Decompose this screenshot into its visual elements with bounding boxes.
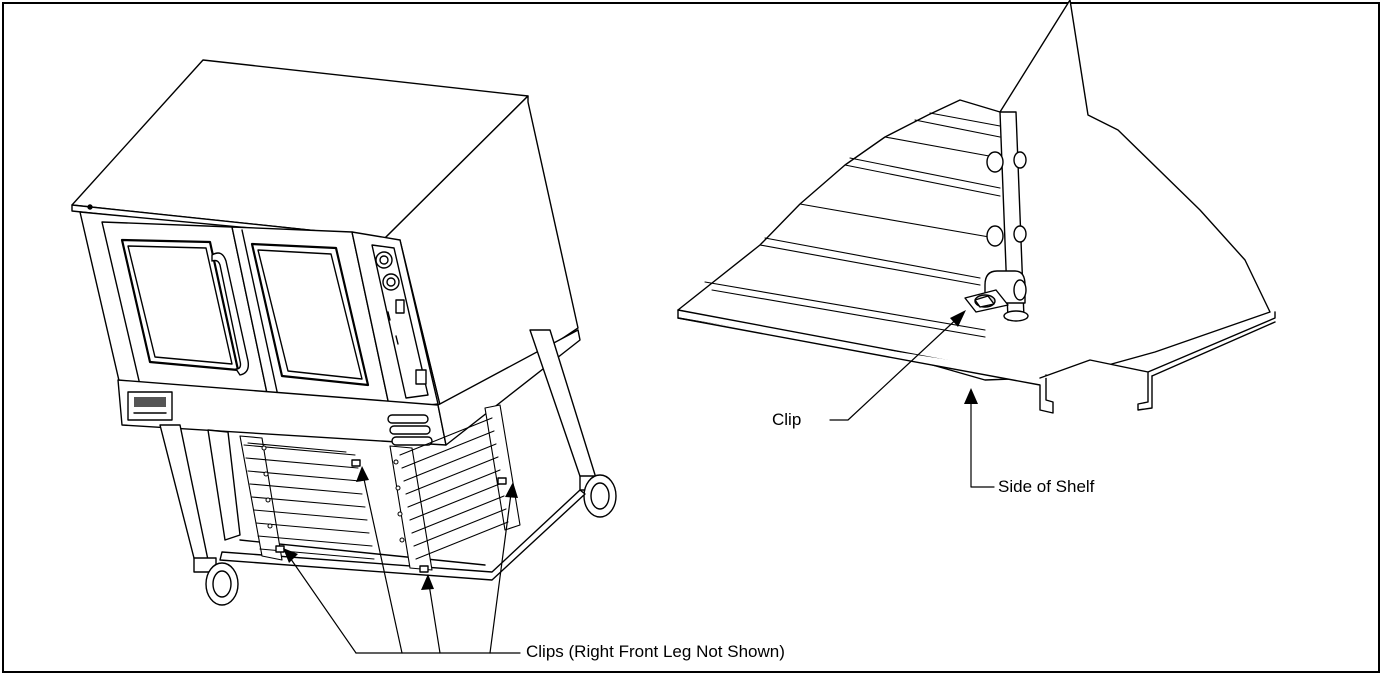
shelf-detail-illustration xyxy=(677,0,1276,414)
clip-label: Clip xyxy=(772,410,802,429)
side-of-shelf-label: Side of Shelf xyxy=(998,477,1095,496)
pan-rack xyxy=(239,404,521,571)
casters xyxy=(193,474,617,606)
stand-vents xyxy=(387,414,433,446)
clip-leader xyxy=(829,313,963,421)
side-of-shelf-leader xyxy=(970,391,995,488)
stand-legs xyxy=(159,329,597,563)
right-door xyxy=(231,226,391,411)
oven-on-stand-illustration xyxy=(71,59,617,606)
control-panel xyxy=(351,231,439,411)
side-of-shelf-arrowhead xyxy=(964,388,978,404)
clips-arrowheads xyxy=(283,466,518,590)
bottom-shelf xyxy=(219,489,586,581)
clips-leaders xyxy=(285,469,521,654)
clips-label: Clips (Right Front Leg Not Shown) xyxy=(526,642,785,661)
shelf-ribs xyxy=(704,112,1001,338)
shelf-clip xyxy=(964,289,1009,313)
rack-pegs xyxy=(984,151,1027,304)
clip-arrowhead xyxy=(950,310,966,327)
clip-markers xyxy=(275,459,507,573)
shelf-surface xyxy=(677,0,1271,381)
left-door xyxy=(101,221,269,399)
